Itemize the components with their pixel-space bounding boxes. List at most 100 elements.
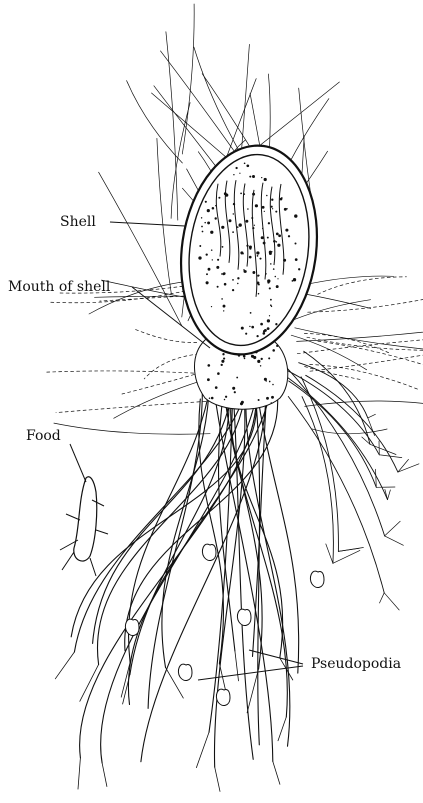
stipple-dot [245,333,247,335]
pseudopod-branch [215,767,220,791]
pseudopod-branch [368,414,376,418]
stipple-dot [237,283,238,284]
stipple-dot [295,258,298,261]
stipple-dot [212,259,213,260]
stipple-dot [261,236,264,239]
food-leader [70,444,86,482]
granule [261,358,263,360]
stipple-dot [221,298,223,300]
stipple-dot [284,208,287,211]
granule [260,365,261,366]
stipple-dot [249,326,250,327]
nodule [310,571,324,587]
pseudopod-branch [78,758,80,789]
granule [276,345,278,347]
stipple-dot [233,213,234,214]
mouth-of-shell-label: Mouth of shell [8,279,110,295]
granule [207,378,210,381]
pseudopodia-strands [55,351,419,791]
stipple-dot [257,275,259,277]
pseudopod [304,351,370,444]
stipple-dot [235,167,237,169]
stipple-dot [249,176,251,178]
granule [221,360,224,363]
pseudopod-branch [385,536,404,545]
pseudopod-branch [247,669,259,713]
stipple-dot [267,327,270,330]
stipple-dot [250,312,252,314]
granule [215,386,218,389]
nodule [202,544,216,560]
stipple-dot [211,306,212,307]
pseudopod-branch [385,521,401,536]
granule [253,356,256,359]
granule [272,384,274,386]
stipple-dot [271,206,273,208]
stipple-dot [259,258,261,260]
stipple-dot [243,253,244,254]
stipple-dot [271,251,272,252]
stipple-dot [264,178,267,181]
stipple-dot [241,327,244,330]
granule [258,399,260,401]
stipple-dot [288,235,290,237]
filament [318,277,407,295]
stipple-dot [207,221,210,224]
pseudopod-branch [384,593,399,610]
pseudopod-branch [338,548,359,551]
nodule [216,689,230,705]
stipple-dot [198,256,201,259]
granule [268,357,270,359]
pseudopod-branch [196,732,209,767]
granule [232,387,235,390]
stipple-dot [267,319,270,322]
stipple-dot [273,268,275,270]
stipple-dot [261,177,262,178]
pseudopodia-label: Pseudopodia [311,656,401,672]
stipple-dot [270,304,272,306]
filament [46,371,212,374]
filament [294,300,371,320]
granule [221,364,223,366]
granule [223,358,225,360]
stipple-dot [216,266,219,269]
stipple-dot [263,330,266,333]
stipple-dot [211,249,213,251]
stipple-dot [262,332,265,335]
stipple-dot [239,173,240,174]
stipple-dot [276,233,279,236]
food-label: Food [26,428,61,444]
pseudopod-branch [388,490,391,500]
granule [271,396,274,399]
filament [182,4,194,154]
stipple-dot [232,289,234,291]
food-particle [60,477,108,576]
filament [310,349,423,371]
filament [305,401,423,406]
stipple-dot [204,222,206,224]
stipple-dot [269,315,270,316]
stipple-dot [201,226,203,228]
stipple-dot [245,220,248,223]
shell-label: Shell [60,214,96,230]
shell-drawing [168,137,330,364]
stipple-dot [252,271,255,274]
stipple-dot [207,209,210,212]
stipple-dot [210,231,213,234]
stipple-dot [233,174,234,175]
stipple-dot [223,305,226,308]
stipple-dot [239,223,242,226]
pseudopod [233,392,253,759]
stipple-dot [206,281,209,284]
stipple-dot [218,197,220,199]
stipple-dot [270,299,272,301]
pseudopod-branch [273,761,280,784]
granule [225,396,227,398]
stipple-dot [199,245,201,247]
stipple-dot [249,256,252,259]
stipple-dot [272,208,273,209]
filament [54,423,210,434]
granule [241,401,244,404]
stipple-dot [223,310,224,311]
